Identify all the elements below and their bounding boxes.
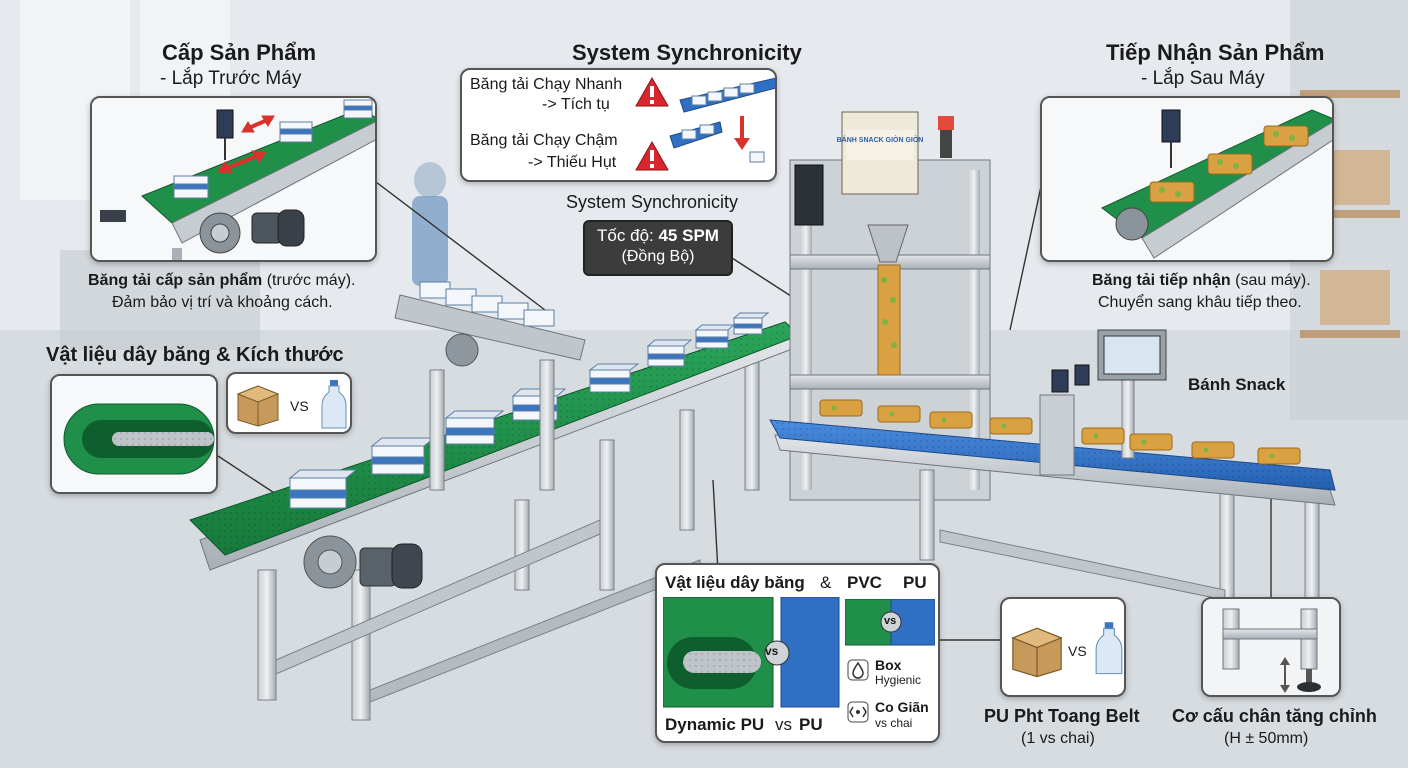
feed-caption: Băng tải cấp sản phẩm (trước máy). bbox=[88, 272, 355, 290]
pu-belt-panel: VS bbox=[1000, 597, 1126, 697]
speed-note: (Đồng Bộ) bbox=[621, 248, 695, 265]
speed-label: Tốc độ: bbox=[597, 226, 659, 245]
bottom-material-amp: & bbox=[820, 573, 832, 592]
receive-subtitle: - Lắp Sau Máy bbox=[1141, 68, 1265, 89]
pu-vs-label: VS bbox=[1068, 643, 1087, 659]
stretch-sub: vs chai bbox=[875, 716, 913, 730]
fast-line1: Băng tải Chạy Nhanh bbox=[470, 76, 623, 93]
sync-illustration bbox=[635, 76, 775, 171]
box-vs-label: VS bbox=[290, 398, 309, 414]
pvc-label: PVC bbox=[847, 573, 882, 592]
pvc-pu-vs-badge: vs bbox=[884, 615, 897, 627]
leg-sub: (H ± 50mm) bbox=[1224, 730, 1309, 747]
stretch-icon bbox=[847, 701, 869, 723]
receive-conveyor-illustration bbox=[1042, 98, 1332, 260]
inclined-feeder bbox=[394, 281, 586, 491]
receive-caption-bold: Băng tải tiếp nhận bbox=[1092, 272, 1231, 289]
snack-texture bbox=[831, 405, 1275, 459]
water-drop-icon bbox=[847, 659, 869, 681]
snack-label: Bánh Snack bbox=[1188, 375, 1286, 394]
feed-caption-bold: Băng tải cấp sản phẩm bbox=[88, 272, 263, 289]
feed-conveyor-illustration bbox=[92, 98, 375, 260]
sync-subtitle: System Synchronicity bbox=[566, 192, 739, 212]
belt-material-comparison-panel: Vật liệu dây băng & PVC PU vs vs Box Hyg… bbox=[655, 563, 940, 743]
slow-line2: -> Thiếu Hụt bbox=[528, 154, 617, 171]
dynamic-pu-label: Dynamic PU bbox=[665, 715, 765, 734]
adjustable-leg-panel bbox=[1201, 597, 1341, 697]
feed-title: Cấp Sản Phẩm bbox=[162, 40, 317, 65]
receive-caption: Băng tải tiếp nhận (sau máy). bbox=[1092, 272, 1311, 290]
pu-footer-label: PU bbox=[799, 715, 823, 734]
receive-conveyor-detail-panel bbox=[1040, 96, 1334, 262]
speed-badge: Tốc độ: 45 SPM (Đồng Bộ) bbox=[583, 220, 733, 276]
film-roll-print: BÁNH SNACK GIÒN GIÒN bbox=[837, 135, 924, 144]
pu-belt-title: PU Pht Toang Belt bbox=[984, 706, 1140, 726]
speed-line: Tốc độ: 45 SPM bbox=[593, 226, 723, 246]
bottle-icon bbox=[321, 380, 347, 429]
dynamic-pu-vs-pu-illustration bbox=[663, 597, 840, 708]
leg-title: Cơ cấu chân tăng chỉnh bbox=[1172, 706, 1377, 726]
stretch-label: Co Giãn bbox=[875, 699, 929, 715]
feed-conveyor-detail-panel bbox=[90, 96, 377, 262]
pu-belt-sub: (1 vs chai) bbox=[1021, 730, 1095, 747]
sync-title: System Synchronicity bbox=[572, 40, 802, 65]
box-icon-2 bbox=[1011, 627, 1063, 678]
slow-line1: Băng tải Chạy Chậm bbox=[470, 132, 618, 149]
bottom-material-title: Vật liệu dây băng bbox=[665, 573, 805, 592]
sync-detail-panel: Băng tải Chạy Nhanh -> Tích tụ Băng tải … bbox=[460, 68, 777, 182]
receive-title: Tiếp Nhận Sản Phẩm bbox=[1106, 40, 1325, 65]
adjustable-leg-illustration bbox=[1203, 599, 1339, 695]
dynamic-pu-vs: vs bbox=[775, 715, 792, 734]
box-vs-bottle-panel: VS bbox=[226, 372, 352, 434]
receive-caption-rest: (sau máy). bbox=[1230, 272, 1311, 289]
feed-subtitle: - Lắp Trước Máy bbox=[160, 68, 302, 89]
pu-label: PU bbox=[903, 573, 927, 592]
bottle-icon-2 bbox=[1095, 622, 1123, 675]
belt-sample-panel bbox=[50, 374, 218, 494]
material-title: Vật liệu dây băng & Kích thước bbox=[46, 344, 344, 366]
belt-sample-illustration bbox=[52, 376, 216, 492]
outfeed-snack-bags bbox=[819, 399, 1301, 465]
box-hygienic-label: Box bbox=[875, 657, 902, 673]
receive-caption-line2: Chuyển sang khâu tiếp theo. bbox=[1098, 294, 1302, 311]
dynamic-vs-badge: vs bbox=[765, 644, 779, 658]
fast-line2: -> Tích tụ bbox=[542, 96, 610, 113]
box-hygienic-sub: Hygienic bbox=[875, 673, 922, 687]
feed-caption-line2: Đảm bảo vị trí và khoảng cách. bbox=[112, 294, 333, 311]
box-icon bbox=[236, 385, 280, 427]
warning-icon-2 bbox=[635, 140, 669, 171]
warning-icon bbox=[635, 76, 669, 107]
speed-value: 45 SPM bbox=[658, 226, 719, 245]
pvc-pu-swatches bbox=[845, 599, 935, 646]
feed-caption-rest: (trước máy). bbox=[262, 272, 356, 289]
